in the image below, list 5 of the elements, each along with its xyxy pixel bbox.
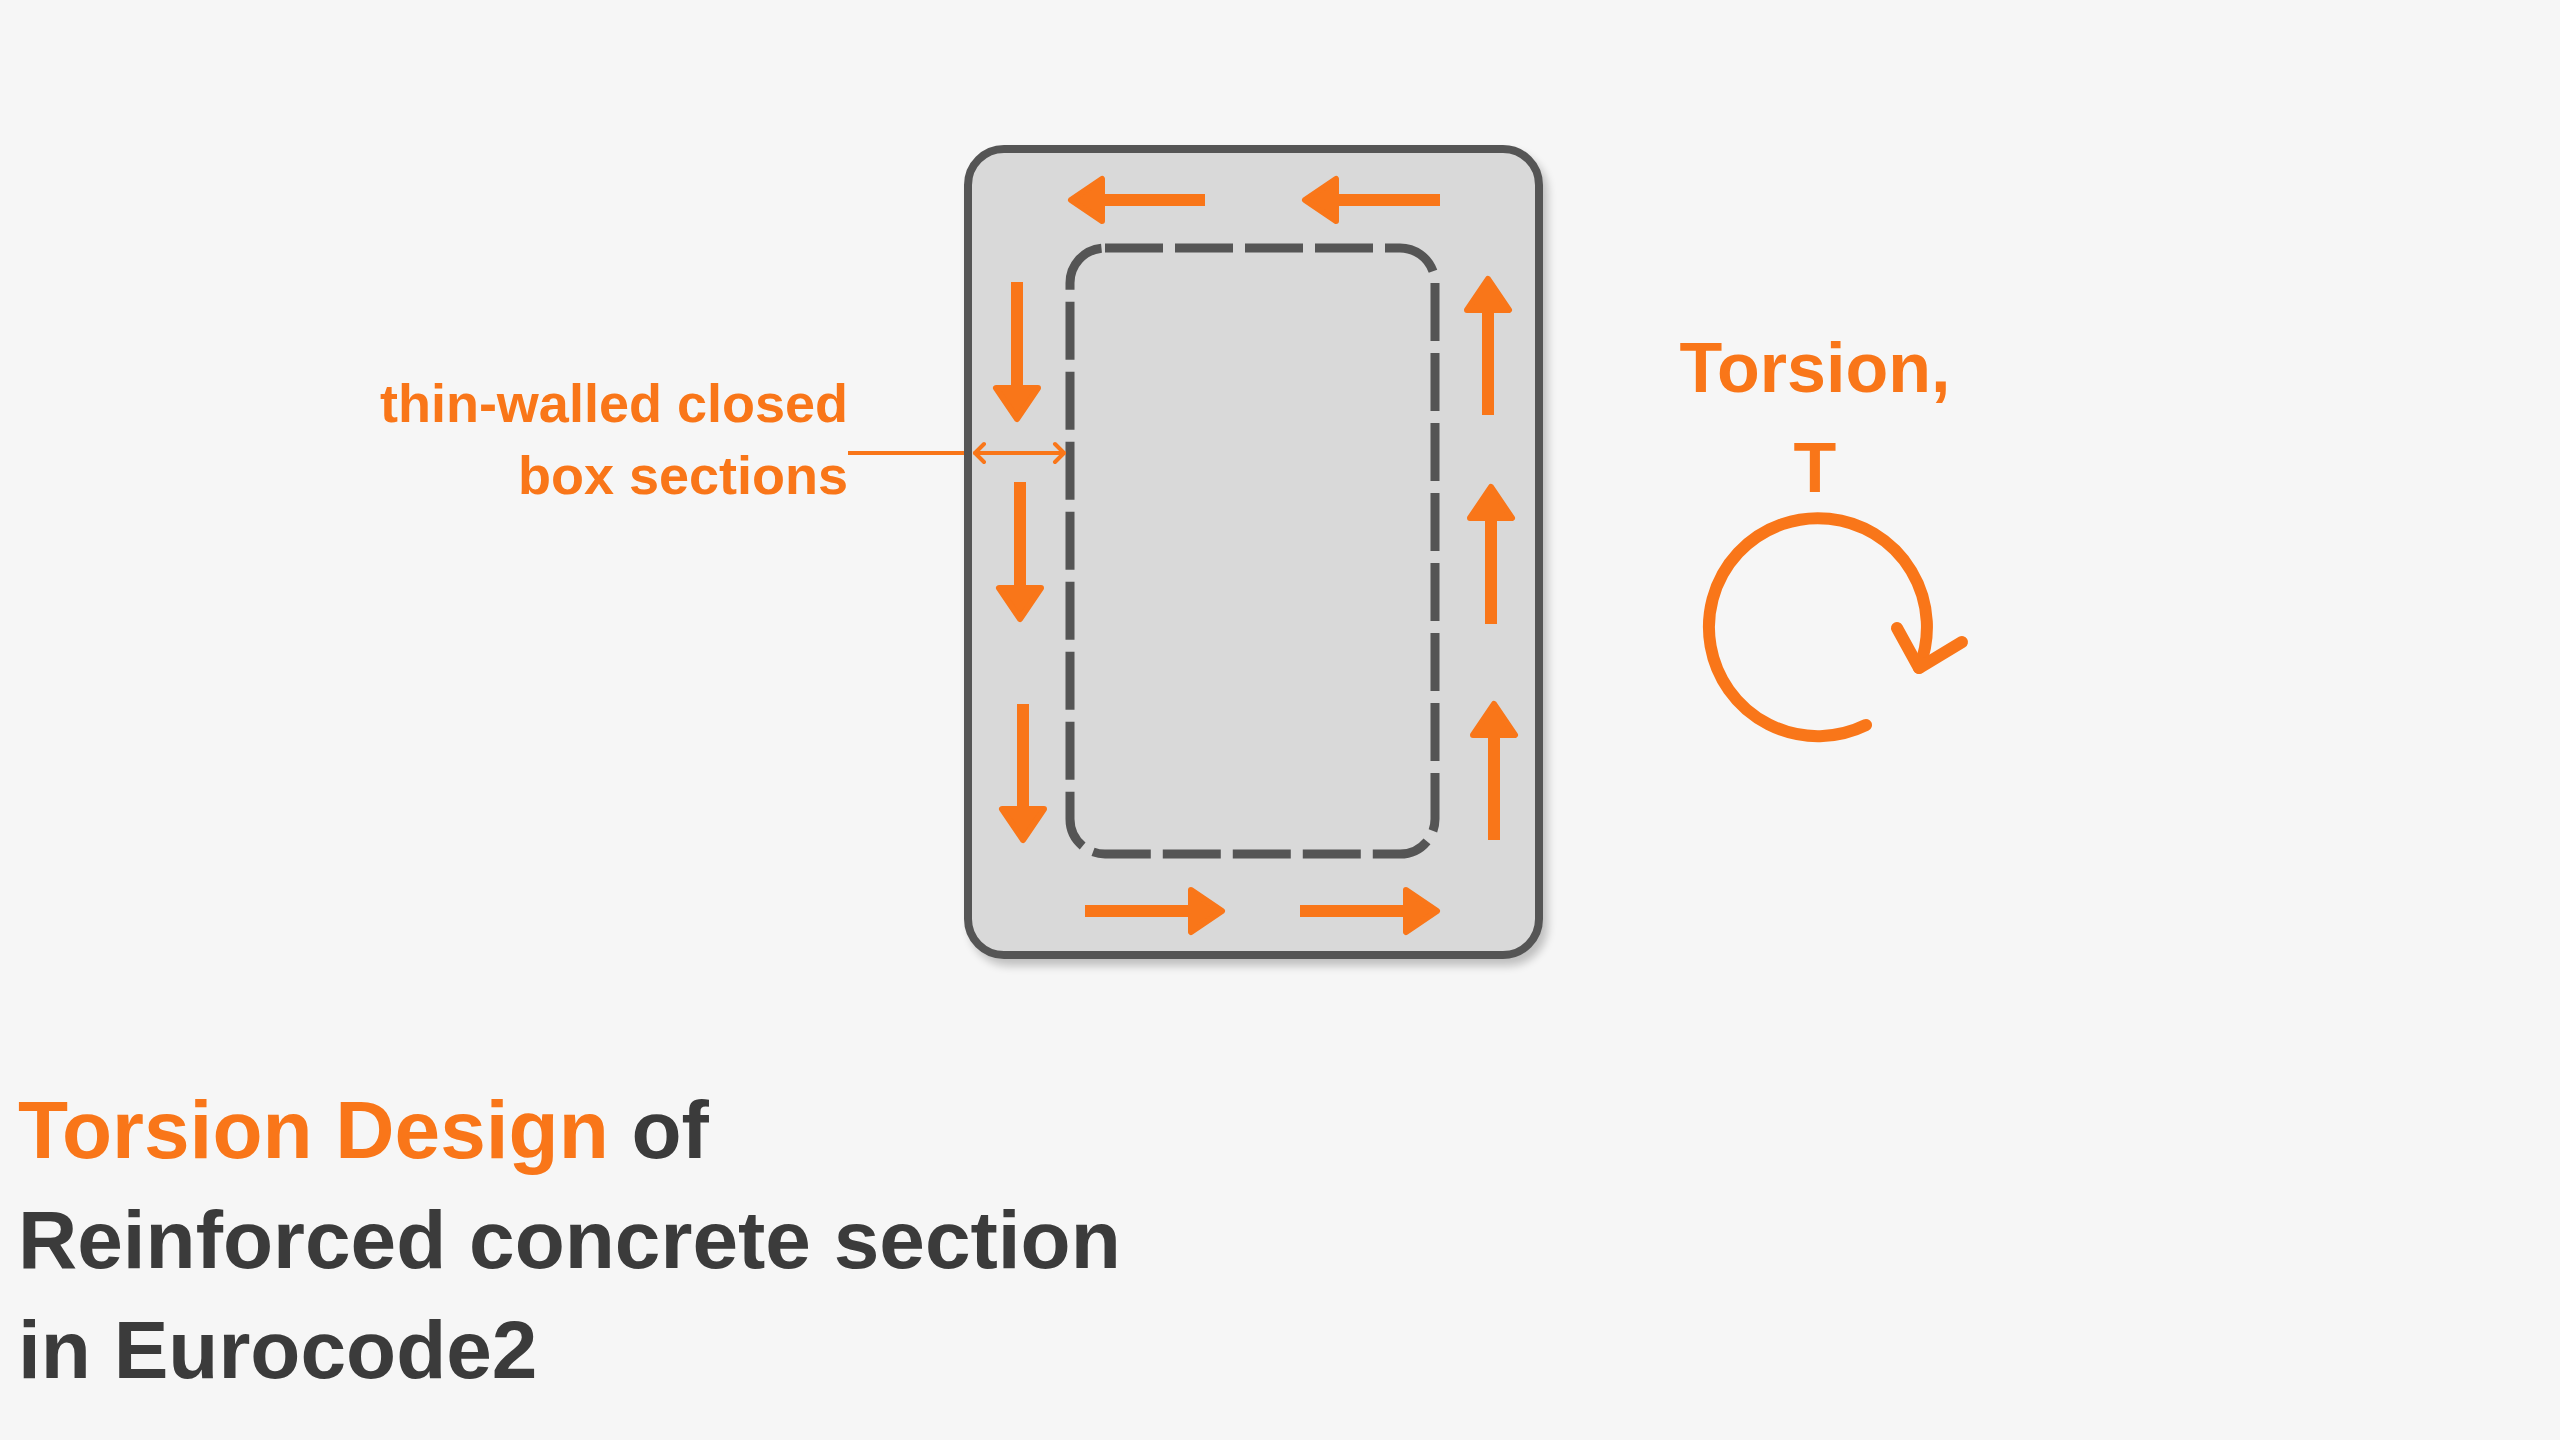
torsion-label: Torsion, T xyxy=(1678,328,1952,509)
cross-section xyxy=(964,145,1543,959)
leader-line xyxy=(848,451,964,455)
title: Torsion Design of Reinforced concrete section in Eurocode2 xyxy=(18,1083,1122,1397)
leader-label: thin-walled closed box sections xyxy=(328,367,848,511)
